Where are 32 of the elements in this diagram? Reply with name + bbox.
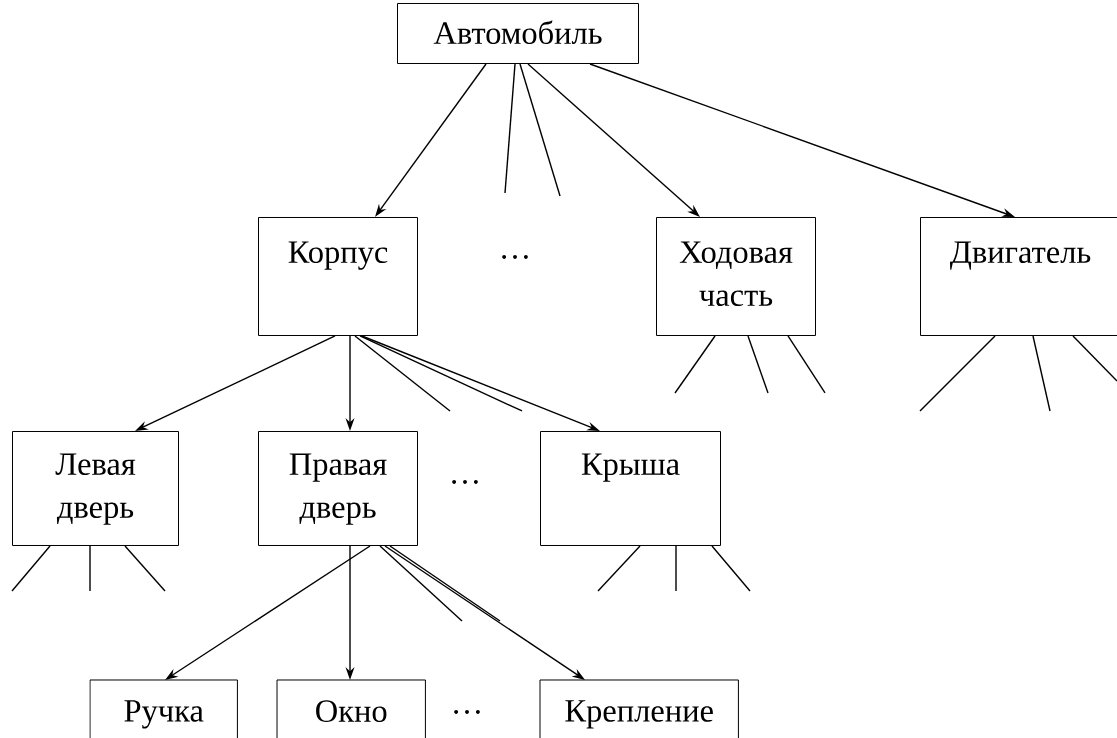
branch-line xyxy=(504,63,516,194)
branch-line xyxy=(1032,335,1051,412)
part-box: Ходовая часть xyxy=(656,217,816,336)
branch-line xyxy=(379,545,463,622)
branch-line xyxy=(919,335,996,412)
part-box: Автомобиль xyxy=(397,3,639,64)
branch-line xyxy=(597,545,641,592)
branch-line xyxy=(124,545,166,592)
part-box: Ручка xyxy=(89,679,238,738)
part-box: Корпус xyxy=(258,217,418,336)
part-box: Правая дверь xyxy=(258,431,418,546)
part-box: Крыша xyxy=(540,431,721,546)
part-box: Крепление xyxy=(539,679,739,738)
branch-line xyxy=(675,545,677,592)
branch-line xyxy=(11,545,51,592)
arrow xyxy=(527,63,700,217)
branch-line xyxy=(674,335,716,394)
branch-line xyxy=(747,335,769,394)
ellipsis: … xyxy=(454,710,480,714)
branch-line xyxy=(89,545,91,592)
branch-line xyxy=(354,335,451,412)
ellipsis: … xyxy=(502,255,528,259)
branch-line xyxy=(711,545,751,592)
branch-line xyxy=(389,545,501,622)
branch-line xyxy=(519,63,561,197)
branch-line xyxy=(787,335,826,394)
branch-line xyxy=(359,335,523,412)
part-box: Двигатель xyxy=(920,217,1117,336)
part-box: Левая дверь xyxy=(12,431,179,546)
part-box: Окно xyxy=(276,679,426,738)
branch-line xyxy=(1072,335,1117,382)
ellipsis: … xyxy=(452,480,478,484)
